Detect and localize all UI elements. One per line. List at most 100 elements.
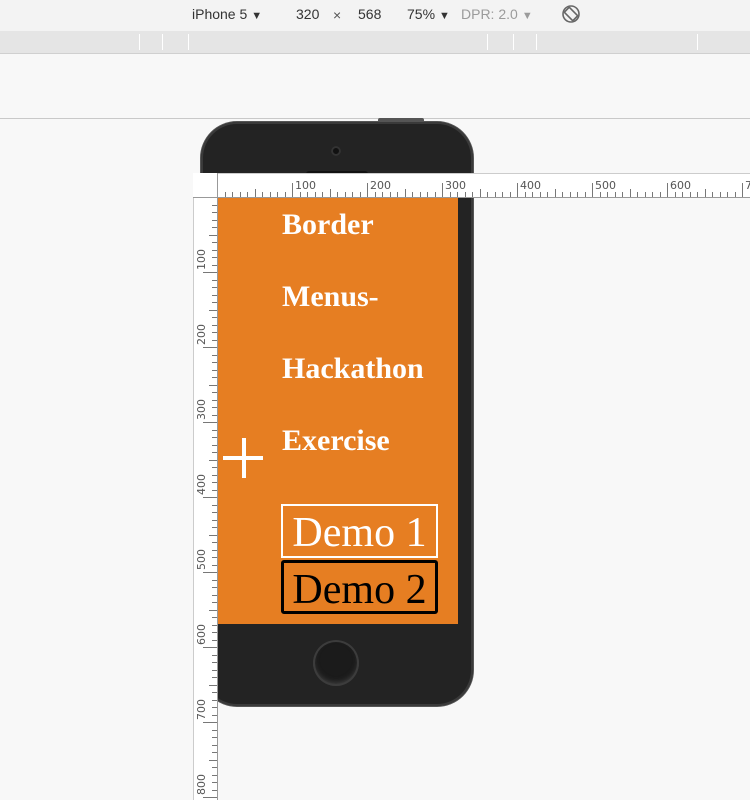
ruler-tick: [404, 189, 406, 197]
ruler-tick: [209, 234, 217, 236]
demo-2-button[interactable]: Demo 2: [281, 560, 438, 614]
ruler-tick: [502, 192, 503, 197]
ruler-tick: [389, 192, 391, 197]
ruler-tick: [427, 192, 428, 197]
home-button: [313, 640, 359, 686]
dimension-separator: ×: [333, 7, 342, 23]
ruler-tick: [212, 639, 217, 641]
title-line-border: Border: [282, 208, 374, 241]
ruler-tick: [212, 377, 217, 378]
ruler-tick: [212, 369, 217, 371]
demo-1-button[interactable]: Demo 1: [281, 504, 438, 558]
ruler-tick: [652, 192, 653, 197]
ruler-tick: [659, 192, 661, 197]
ruler-tick: [524, 192, 526, 197]
ruler-tick: [212, 407, 217, 408]
ruler-tick: [562, 192, 563, 197]
rotate-icon[interactable]: [561, 4, 581, 24]
ruler-tick: [212, 527, 217, 528]
ruler-tick: [584, 192, 586, 197]
ruler-tick: [299, 192, 301, 197]
ruler-label: 400: [520, 179, 541, 192]
ruler-tick: [212, 579, 217, 581]
ruler-tick: [277, 192, 278, 197]
ruler-tick: [352, 192, 353, 197]
ruler-tick: [212, 414, 217, 416]
ruler-tick: [212, 699, 217, 701]
device-select-label: iPhone 5: [192, 6, 248, 22]
zoom-select[interactable]: 75%▼: [407, 6, 450, 22]
ruler-tick: [212, 264, 217, 266]
ruler-tick: [622, 192, 623, 197]
ruler-tick: [599, 192, 601, 197]
ruler-tick: [212, 279, 217, 281]
ruler-tick: [269, 192, 271, 197]
ruler-tick: [412, 192, 413, 197]
ruler-label: 600: [195, 624, 208, 645]
ruler-tick: [212, 752, 217, 753]
ruler-tick: [212, 452, 217, 453]
ruler-tick: [254, 189, 256, 197]
ruler-tick: [212, 317, 217, 318]
ruler-label: 500: [595, 179, 616, 192]
ruler-tick: [212, 437, 217, 438]
ruler-tick: [212, 324, 217, 326]
ruler-tick: [212, 399, 217, 401]
ruler-tick: [212, 564, 217, 566]
ruler-tick: [569, 192, 571, 197]
height-input[interactable]: 568: [358, 6, 382, 22]
ruler-tick: [209, 759, 217, 761]
ruler-tick: [532, 192, 533, 197]
media-query-bar[interactable]: [0, 31, 750, 54]
ruler-label: 7: [745, 179, 750, 192]
ruler-tick: [704, 189, 706, 197]
ruler-tick: [367, 183, 368, 197]
ruler-tick: [212, 362, 217, 363]
ruler-tick: [329, 189, 331, 197]
ruler-tick: [212, 707, 217, 708]
ruler-label: 500: [195, 549, 208, 570]
width-input[interactable]: 320: [296, 6, 320, 22]
ruler-tick: [689, 192, 691, 197]
ruler-tick: [212, 474, 217, 476]
ruler-tick: [247, 192, 248, 197]
ruler-tick: [209, 384, 217, 386]
divider: [0, 118, 750, 119]
ruler-tick: [212, 287, 217, 288]
caret-down-icon: ▼: [439, 10, 450, 22]
ruler-tick: [637, 192, 638, 197]
ruler-tick: [742, 183, 743, 197]
ruler-tick: [212, 219, 217, 221]
ruler-tick: [203, 347, 217, 348]
ruler-tick: [667, 183, 668, 197]
ruler-tick: [457, 192, 458, 197]
ruler-tick: [212, 354, 217, 356]
ruler-tick: [212, 662, 217, 663]
ruler-tick: [209, 459, 217, 461]
ruler-tick: [494, 192, 496, 197]
ruler-tick: [554, 189, 556, 197]
ruler-tick: [212, 602, 217, 603]
media-query-divider: [697, 34, 698, 50]
ruler-label: 700: [195, 699, 208, 720]
ruler-tick: [212, 557, 217, 558]
ruler-tick: [212, 332, 217, 333]
ruler-tick: [212, 482, 217, 483]
dpr-select-label: DPR: 2.0: [461, 6, 518, 22]
ruler-label: 600: [670, 179, 691, 192]
ruler-tick: [464, 192, 466, 197]
ruler-tick: [382, 192, 383, 197]
ruler-tick: [212, 489, 217, 491]
device-select[interactable]: iPhone 5▼: [192, 6, 262, 22]
ruler-tick: [547, 192, 548, 197]
plus-icon[interactable]: [223, 438, 263, 478]
ruler-tick: [212, 594, 217, 596]
ruler-tick: [203, 272, 217, 273]
ruler-tick: [212, 692, 217, 693]
ruler-tick: [674, 192, 676, 197]
ruler-corner: [193, 173, 218, 198]
dpr-select[interactable]: DPR: 2.0▼: [461, 6, 533, 22]
ruler-tick: [614, 192, 616, 197]
